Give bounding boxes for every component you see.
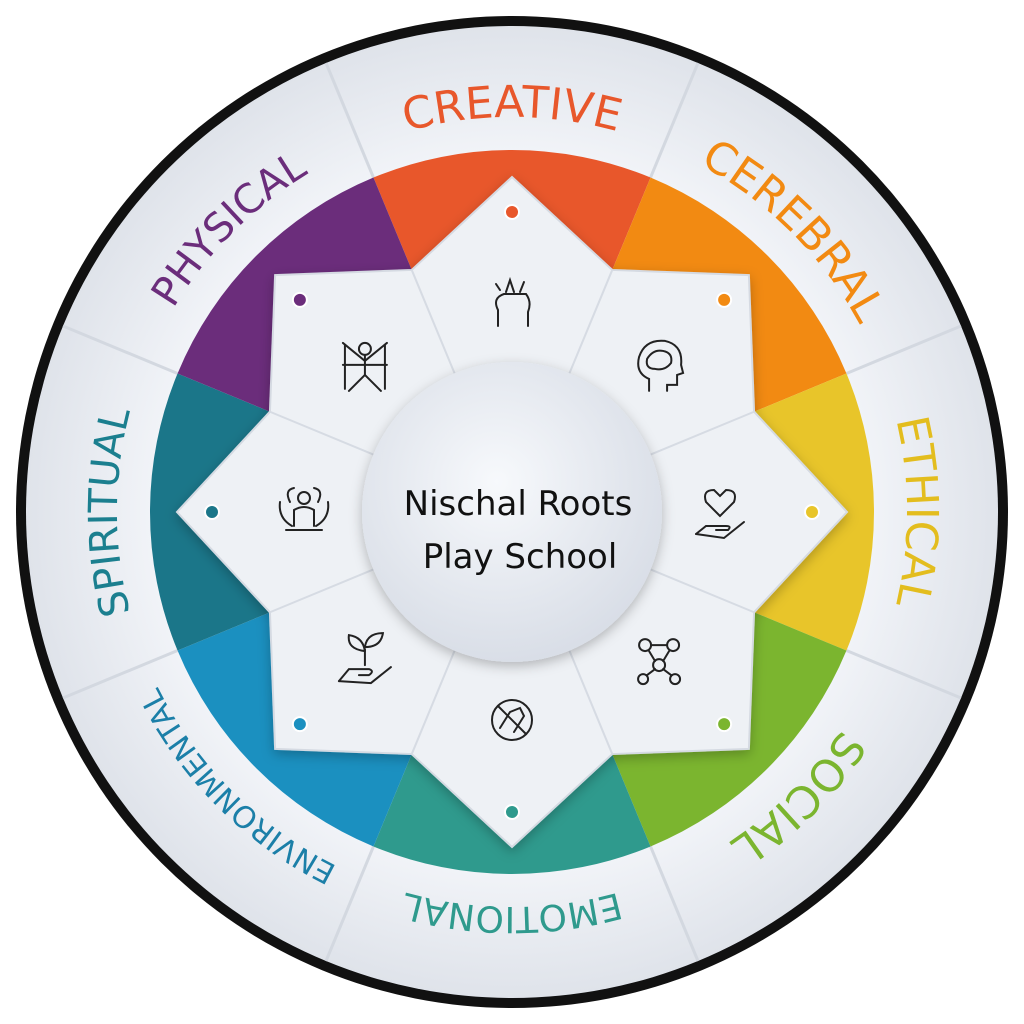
dot-physical (291, 291, 308, 308)
network-people-icon (637, 638, 682, 686)
ring-divider (62, 649, 179, 700)
ring-divider (649, 62, 700, 179)
center-title-line2: Play School (423, 537, 618, 577)
handshake-icon (491, 699, 534, 741)
ring-divider (324, 845, 375, 962)
dot-spiritual (204, 504, 220, 520)
ring-divider (62, 324, 179, 375)
center-title-line1: Nischal Roots (404, 484, 633, 524)
dot-ethical (804, 504, 820, 520)
dot-social (716, 716, 733, 733)
star-divider (650, 568, 755, 614)
ring-dividers (62, 62, 962, 962)
lotus-meditation-icon (278, 487, 330, 531)
star-divider (269, 568, 374, 614)
dot-cerebral (716, 291, 733, 308)
dot-environmental (291, 716, 308, 733)
segment-icons (278, 276, 745, 741)
star-divider (568, 650, 614, 755)
ring-divider (649, 845, 700, 962)
dot-emotional (504, 804, 520, 820)
center-circle (362, 362, 662, 662)
star-divider (269, 410, 374, 456)
star-divider (650, 410, 755, 456)
star-dividers (269, 269, 755, 755)
vitruvian-man-icon (341, 341, 388, 392)
star-divider (568, 269, 614, 374)
star-divider (410, 269, 456, 374)
creative-head-icon (495, 276, 531, 327)
star-divider (410, 650, 456, 755)
brain-head-icon (637, 339, 685, 392)
ring-divider (324, 62, 375, 179)
ring-divider (845, 649, 962, 700)
heart-hand-icon (695, 488, 745, 540)
plant-hand-icon (337, 632, 392, 685)
dot-creative (504, 204, 520, 220)
ring-divider (845, 324, 962, 375)
segment-dots (204, 204, 820, 820)
